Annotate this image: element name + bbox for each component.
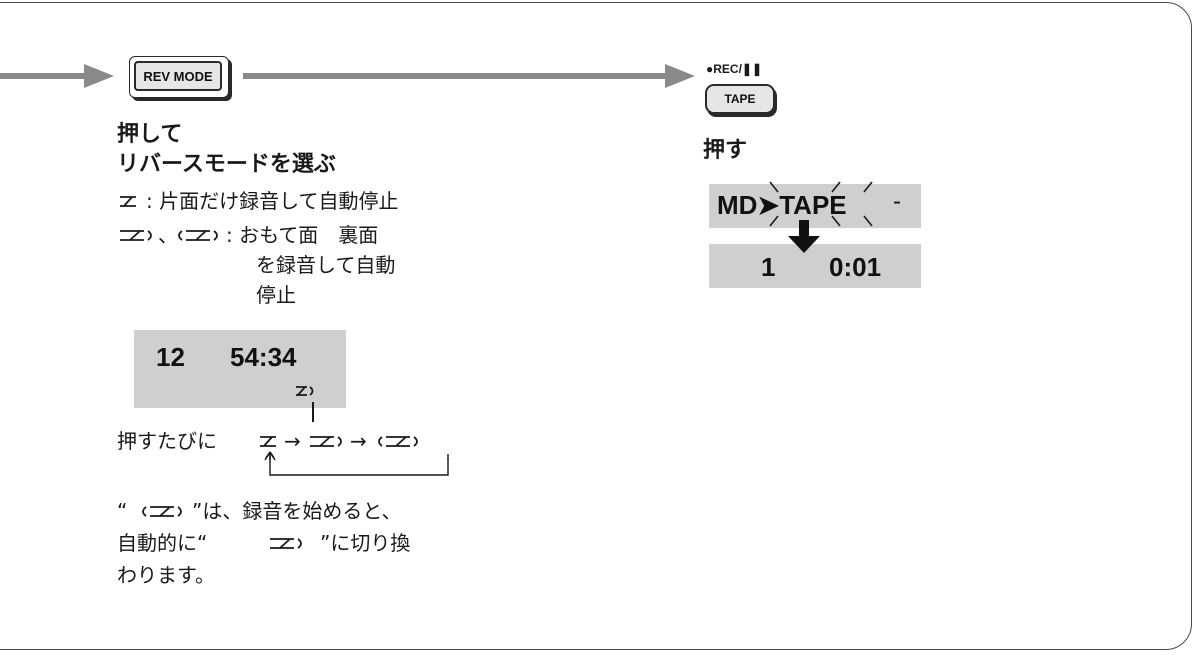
cycle-reverse-icon: [308, 434, 348, 450]
tape-display-bottom: 1 0:01: [709, 244, 921, 288]
step-heading-line2: リバースモードを選ぶ: [117, 152, 336, 177]
note-line2-start: 自動的に“: [117, 531, 208, 555]
blink-marks: [769, 181, 873, 227]
rev-mode-display: 12 54:34: [134, 330, 346, 408]
down-arrow-icon: [788, 220, 820, 253]
tape-display-top: MD➤TAPE -: [709, 184, 921, 228]
relay-icon: [176, 228, 222, 244]
cycle-relay-icon: [376, 434, 422, 450]
cycle-arrow-1: →: [284, 429, 301, 453]
cycle-return-line: [264, 451, 449, 476]
display-track-number: 1: [761, 252, 776, 282]
display-time: 0:01: [829, 252, 882, 282]
desc-separator: 、: [158, 223, 178, 247]
reverse-description-line2: を録音して自動: [256, 253, 396, 277]
display-time: 54:34: [230, 342, 297, 372]
note-line2-end: ”に切り換: [320, 531, 411, 555]
cycle-label: 押すたびに: [117, 429, 217, 453]
note-quote-open-1: “: [117, 499, 128, 523]
step-heading-line1: 押して: [117, 122, 183, 147]
display-reverse-icon: [294, 384, 318, 398]
note-line3: わります。: [117, 563, 215, 587]
display-track-number: 12: [156, 342, 185, 372]
display-blink-mark: -: [893, 188, 901, 215]
display-mode-text: MD➤TAPE: [717, 190, 847, 220]
flow-arrow-in: [0, 64, 114, 88]
cycle-one-way-icon: [258, 434, 284, 450]
rev-mode-button[interactable]: REV MODE: [134, 61, 222, 91]
cycle-arrow-2: →: [350, 429, 367, 453]
tape-step-heading: 押す: [703, 138, 748, 163]
tape-button[interactable]: TAPE: [705, 84, 775, 114]
reverse-description-line1: : おもて面 裏面: [226, 223, 379, 247]
one-way-icon: [118, 194, 148, 210]
rec-pause-label: ●REC/❚❚: [706, 62, 763, 76]
reverse-description-line3: 停止: [256, 283, 296, 307]
one-way-description: : 片面だけ録音して自動停止: [146, 189, 399, 213]
note-relay-icon: [140, 504, 186, 520]
note-line1: ”は、録音を始めると、: [192, 499, 402, 523]
note-reverse-icon: [268, 536, 308, 552]
reverse-icon: [118, 228, 158, 244]
flow-arrow-middle: [243, 64, 695, 88]
